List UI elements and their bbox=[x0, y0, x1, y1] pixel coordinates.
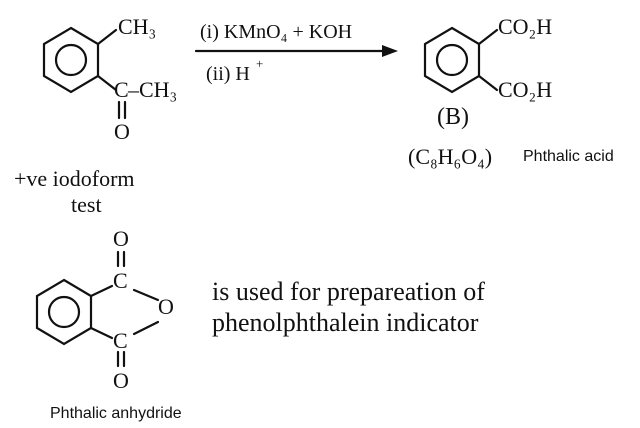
anhydride-c-bottom: C bbox=[113, 328, 128, 353]
benzene-ring-reactant bbox=[42, 26, 100, 94]
bond-to-carboxyl-bottom bbox=[477, 74, 499, 92]
iodoform-note-line1: +ve iodoform bbox=[14, 166, 135, 191]
anhydride-o-bottom: O bbox=[113, 368, 129, 393]
arrow-head-icon bbox=[382, 45, 398, 57]
product-structure: CO₂H CO₂H bbox=[423, 14, 552, 102]
benzene-ring-product bbox=[423, 26, 481, 94]
product-formula: (C₈H₆O₄) bbox=[408, 144, 492, 169]
bond-ring-to-c-bottom bbox=[89, 326, 114, 340]
bond-to-carbonyl bbox=[96, 74, 118, 92]
bond-to-methyl bbox=[96, 28, 118, 46]
product-carboxyl-bottom: CO₂H bbox=[498, 77, 552, 102]
anhydride-caption: Phthalic anhydride bbox=[50, 405, 182, 422]
reagent-step1: (i) KMnO₄ + KOH bbox=[200, 21, 352, 43]
anhydride-o-top: O bbox=[113, 226, 129, 251]
reactant-carbonyl-carbon: C bbox=[114, 77, 129, 102]
product-label: (B) bbox=[437, 104, 469, 130]
use-text-line2: phenolphthalein indicator bbox=[212, 308, 479, 337]
product-carboxyl-top: CO₂H bbox=[498, 14, 552, 39]
anhydride-structure: O C O C O bbox=[35, 226, 174, 393]
anhydride-c-top: C bbox=[113, 268, 128, 293]
reaction-arrow-group: (i) KMnO₄ + KOH (ii) H + bbox=[194, 21, 398, 85]
product-name: Phthalic acid bbox=[523, 148, 614, 165]
reagent-step2-charge: + bbox=[256, 56, 263, 71]
aromatic-circle-anhydride bbox=[47, 295, 81, 329]
bond-to-carboxyl-top bbox=[477, 28, 499, 46]
bond-c-top-to-o bbox=[132, 288, 160, 302]
aromatic-circle-product bbox=[435, 43, 469, 77]
reactant-structure: CH₃ C –CH₃ O bbox=[42, 14, 177, 144]
reactant-acetyl-methyl: –CH₃ bbox=[127, 77, 177, 102]
anhydride-ring-oxygen: O bbox=[158, 294, 174, 319]
use-text-line1: is used for prepareation of bbox=[212, 277, 485, 306]
benzene-ring-anhydride bbox=[35, 278, 93, 346]
reactant-oxygen: O bbox=[114, 119, 130, 144]
bond-o-to-c-bottom bbox=[132, 320, 160, 336]
reactant-methyl: CH₃ bbox=[118, 14, 156, 39]
aromatic-circle-reactant bbox=[54, 43, 88, 77]
iodoform-note-line2: test bbox=[71, 192, 102, 217]
bond-ring-to-c-top bbox=[89, 284, 114, 298]
reagent-step2: (ii) H bbox=[206, 63, 250, 85]
